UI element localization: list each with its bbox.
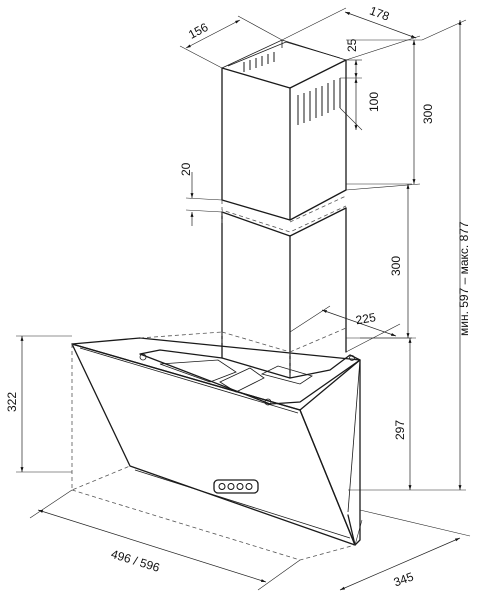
svg-text:100: 100 xyxy=(367,92,381,112)
hood-canopy xyxy=(71,337,361,546)
svg-text:20: 20 xyxy=(179,162,193,176)
svg-text:178: 178 xyxy=(368,4,392,24)
dim-width: 496 / 596 xyxy=(29,489,301,591)
svg-text:мин. 597 – макс. 877: мин. 597 – макс. 877 xyxy=(457,221,471,336)
svg-text:156: 156 xyxy=(186,20,211,42)
dim-300-upper: 300 xyxy=(345,39,435,191)
svg-text:300: 300 xyxy=(389,256,403,276)
dim-20: 20 xyxy=(179,162,223,226)
dim-345: 345 xyxy=(339,509,471,591)
dim-300-lower: 300 xyxy=(346,183,412,339)
button-1-icon xyxy=(218,483,226,490)
lower-chimney xyxy=(221,195,347,379)
button-2-icon xyxy=(227,483,235,490)
svg-text:297: 297 xyxy=(393,420,407,440)
mounting-bracket xyxy=(139,349,361,406)
control-buttons xyxy=(213,479,259,494)
wide-version-outline xyxy=(71,327,356,561)
svg-text:25: 25 xyxy=(345,38,359,52)
dim-total-height: мин. 597 – макс. 877 xyxy=(416,19,471,491)
button-3-icon xyxy=(236,483,244,490)
svg-text:225: 225 xyxy=(355,310,377,327)
svg-text:322: 322 xyxy=(5,392,19,412)
svg-text:300: 300 xyxy=(421,104,435,124)
svg-text:496 / 596: 496 / 596 xyxy=(109,547,161,575)
svg-text:345: 345 xyxy=(392,569,416,589)
dim-100: 100 xyxy=(339,78,381,131)
top-vent-slots xyxy=(243,52,275,72)
dim-25: 25 xyxy=(340,38,362,79)
upper-chimney xyxy=(221,39,347,221)
dim-322: 322 xyxy=(5,335,72,473)
button-4-icon xyxy=(245,483,253,490)
dim-156: 156 xyxy=(179,15,283,69)
dim-297: 297 xyxy=(348,337,416,491)
side-vent-slots xyxy=(297,78,341,125)
dim-178: 178 xyxy=(281,4,421,61)
